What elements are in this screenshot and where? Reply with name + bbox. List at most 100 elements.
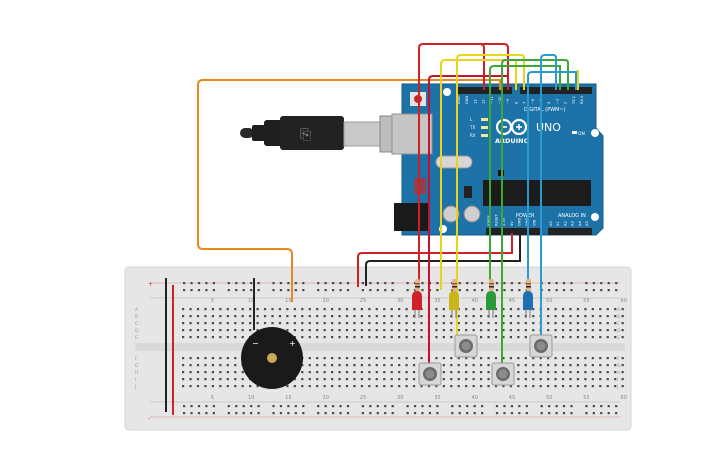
row-letter: B [617, 314, 620, 320]
led-yellow[interactable] [449, 291, 459, 310]
row-letter: H [617, 370, 620, 376]
resistor-band [415, 283, 420, 285]
analog-pin-label: A0 [549, 221, 553, 226]
wire-blue-button[interactable] [540, 54, 557, 340]
row-letter: A [617, 307, 621, 313]
resistor[interactable] [526, 279, 531, 291]
power-pin-label: RESET [495, 214, 499, 226]
column-number: 40 [472, 298, 478, 304]
board-led [481, 118, 488, 121]
pushbutton-cap-inner [498, 369, 508, 379]
board-led-label: TX [469, 125, 475, 130]
board-led-label: RX [470, 133, 476, 138]
led-green[interactable] [486, 291, 496, 310]
top-pin-label: RX 0 [580, 95, 584, 104]
pushbutton-cap-inner [536, 341, 546, 351]
analog-pin-label: A2 [563, 221, 567, 226]
analog-pin-label: A3 [571, 221, 575, 226]
column-number: 20 [323, 298, 329, 304]
arduino-logo-icon [495, 118, 528, 136]
wire-red-power[interactable] [357, 233, 513, 287]
board-led-label: L [470, 117, 473, 122]
wire-black-gnd[interactable] [365, 233, 521, 286]
column-number: 50 [546, 298, 552, 304]
row-letter: E [135, 335, 138, 341]
row-letter: I [135, 377, 136, 383]
top-pin-label: 8 [514, 101, 518, 104]
top-pin-label: ~3 [555, 99, 559, 104]
top-pin-label: ~9 [506, 98, 510, 104]
arduino-uno-board[interactable]: ARDUINO UNO DIGITAL (PWM~) POWER ANALOG … [391, 83, 604, 236]
row-letter: D [617, 328, 621, 334]
board-led [481, 126, 488, 129]
column-number: 30 [397, 395, 403, 401]
piezo-buzzer[interactable]: − + [241, 327, 303, 389]
row-letter: A [135, 307, 139, 313]
row-letter: J [616, 384, 618, 390]
led-red[interactable] [412, 291, 422, 310]
top-pin-label: 12 [482, 99, 486, 104]
wire-orange[interactable] [197, 79, 501, 302]
board-model: UNO [536, 121, 561, 134]
wire-yellow-button[interactable] [456, 54, 525, 340]
column-number: 10 [248, 395, 254, 401]
pushbutton-cap-inner [425, 369, 435, 379]
row-letter: C [617, 321, 620, 327]
row-letter: C [135, 321, 138, 327]
wire-darkred-down[interactable] [428, 75, 508, 370]
usb-cable[interactable]: ⎘ [240, 115, 411, 153]
resistor-band [489, 283, 494, 285]
top-pin-label: TX 1 [572, 96, 576, 105]
on-label: ON [578, 131, 585, 137]
column-number: 25 [360, 395, 366, 401]
top-pin-label: AREF [457, 95, 461, 104]
wire-darkred-button[interactable] [425, 43, 509, 90]
board-led [481, 134, 488, 137]
column-number: 60 [621, 298, 627, 304]
resistor[interactable] [452, 279, 457, 291]
power-label: POWER [516, 213, 535, 219]
column-number: 60 [621, 395, 627, 401]
row-letter: E [617, 335, 620, 341]
column-number: 15 [285, 395, 291, 401]
analog-label: ANALOG IN [558, 213, 586, 219]
column-number: 35 [434, 395, 440, 401]
column-number: 10 [248, 298, 254, 304]
top-pin-label: ~11 [490, 96, 494, 104]
wire-green-led[interactable] [489, 65, 561, 290]
power-pin-label: VIN [533, 219, 537, 226]
column-number: 40 [472, 395, 478, 401]
column-number: 5 [211, 395, 214, 401]
column-number: 50 [546, 395, 552, 401]
pushbutton-group [418, 334, 553, 386]
resistor[interactable] [415, 279, 420, 291]
row-letter: B [135, 314, 138, 320]
analog-pin-label: A5 [585, 221, 589, 226]
analog-pin-label: A4 [578, 221, 582, 226]
resistor[interactable] [489, 279, 494, 291]
wire-green-button[interactable] [501, 59, 569, 372]
resistor-band [452, 286, 457, 288]
power-pin-label: 5V [510, 221, 514, 226]
wire-blue-led[interactable] [527, 71, 577, 290]
board-brand: ARDUINO [495, 137, 530, 145]
digital-label: DIGITAL (PWM~) [524, 107, 566, 113]
wire-yellow-led[interactable] [440, 59, 517, 290]
top-pin-label: 13 [473, 99, 477, 104]
column-number: 25 [360, 298, 366, 304]
column-number: 5 [211, 298, 214, 304]
row-letter: D [135, 328, 139, 334]
power-pin-label: GND [517, 218, 521, 226]
usb-icon: ⎘ [300, 127, 311, 143]
row-letter: H [135, 370, 138, 376]
column-number: 15 [285, 298, 291, 304]
rail-plus-label: + [148, 281, 153, 288]
led-blue[interactable] [523, 291, 533, 310]
analog-pin-label: A1 [556, 221, 560, 226]
